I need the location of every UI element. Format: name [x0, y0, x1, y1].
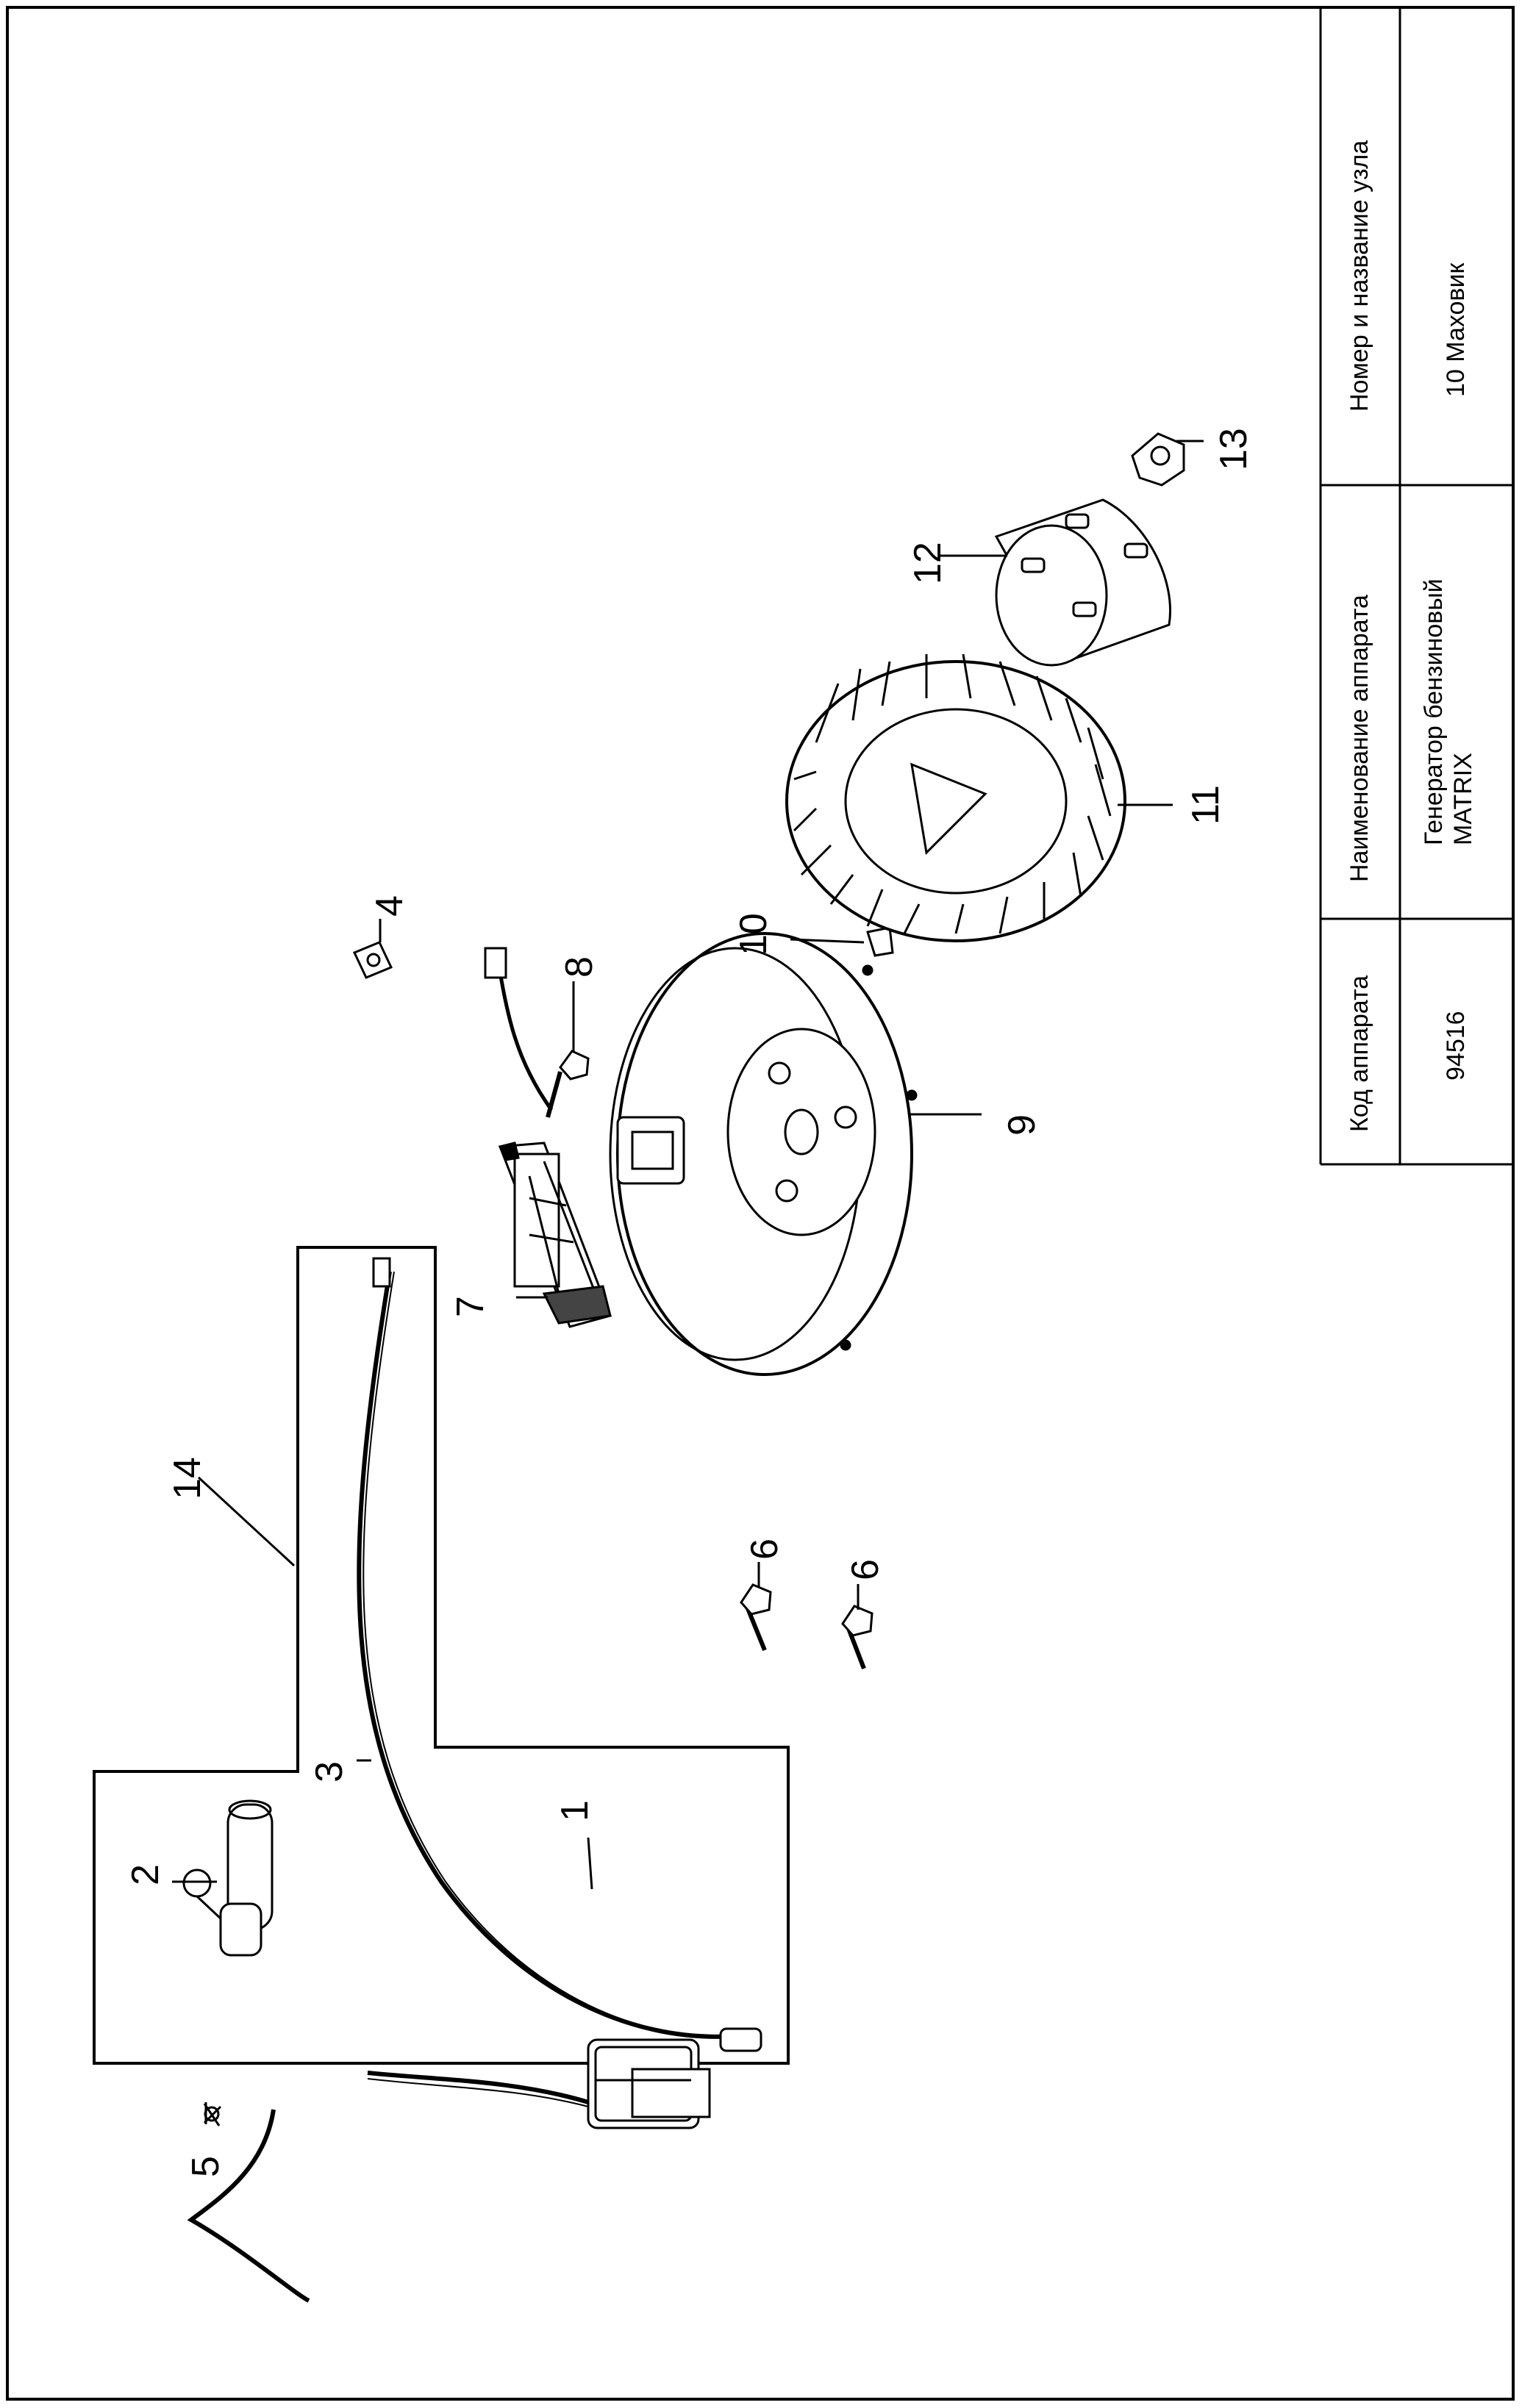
name-value-line2: MATRIX [1449, 753, 1477, 845]
charge-coil [498, 1142, 612, 1328]
unit-value: 10 Маховик [1442, 262, 1470, 397]
bolt-6b [841, 1605, 873, 1670]
unit-header: Номер и название узла [1346, 140, 1373, 412]
callout-8: 8 [558, 956, 601, 978]
page-frame [6, 6, 1515, 2401]
callout-10: 10 [732, 913, 775, 956]
callout-11: 11 [1185, 785, 1227, 825]
bolt-6a [740, 1583, 772, 1652]
callout-12: 12 [907, 542, 949, 584]
name-value-line1: Генератор бензиновый [1420, 578, 1448, 845]
callout-2: 2 [124, 1864, 167, 1885]
bolt-8 [484, 947, 590, 1118]
nut-4 [352, 941, 393, 979]
flywheel-key [866, 926, 894, 957]
callout-9: 9 [1001, 1114, 1043, 1136]
cooling-fan [785, 653, 1126, 942]
kit-outline [93, 1246, 790, 2065]
ignition-wire [357, 1257, 740, 2039]
code-value: 94516 [1442, 1011, 1470, 1081]
spark-plug-cap [182, 1799, 310, 2303]
callout-13: 13 [1212, 428, 1255, 470]
starter-cup [994, 498, 1171, 667]
callout-4: 4 [368, 895, 411, 917]
callout-6b: 6 [844, 1559, 887, 1580]
callout-7: 7 [449, 1296, 492, 1317]
callout-14: 14 [166, 1457, 209, 1499]
callout-1: 1 [554, 1800, 596, 1821]
ignition-coil [367, 2027, 762, 2129]
flywheel [609, 932, 918, 1376]
leader-lines [172, 440, 1204, 2124]
code-header: Код аппарата [1346, 975, 1373, 1132]
name-header: Наименование аппарата [1346, 595, 1373, 882]
callout-5: 5 [185, 2156, 227, 2177]
callout-6a: 6 [743, 1538, 786, 1560]
callout-3: 3 [308, 1761, 351, 1782]
title-block-grid [1319, 6, 1515, 1166]
nut-13 [1131, 432, 1185, 487]
